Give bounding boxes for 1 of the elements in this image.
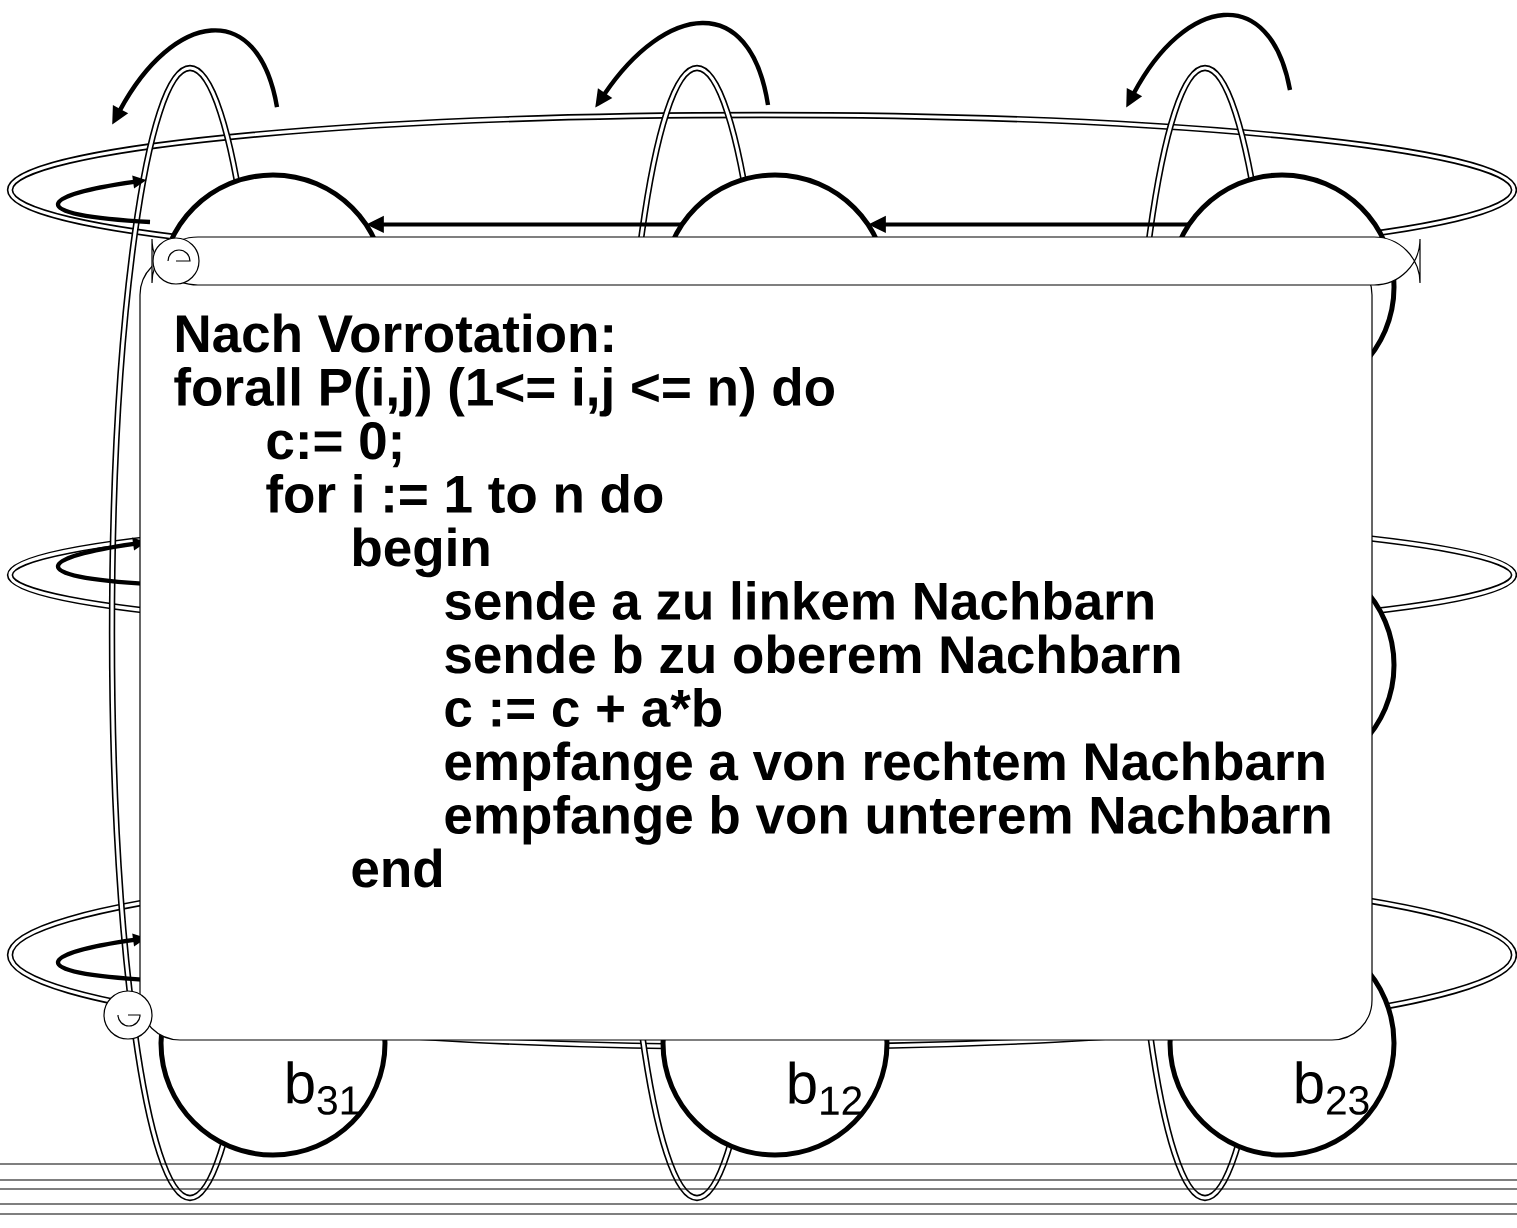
scroll-dialog: Nach Vorrotation: forall P(i,j) (1<= i,j <= n) do c:= 0; for i := 1 to n do begin sende a zu linkem Nachbarn sende b zu oberem Nachbarn c := c + a*b empfange a von rechtem Nachbarn empfange b von unterem Nachbarn end [103,236,1421,1041]
